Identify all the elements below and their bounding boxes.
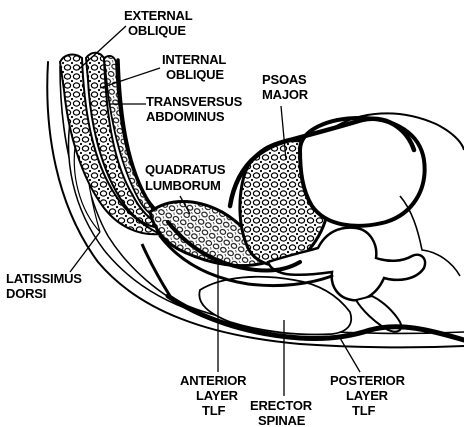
svg-text:QUADRATUS: QUADRATUS: [145, 162, 226, 177]
svg-text:LATISSIMUS: LATISSIMUS: [6, 271, 82, 286]
label-psoas-major: PSOAS MAJOR: [262, 72, 309, 102]
label-internal-oblique: INTERNAL OBLIQUE: [162, 52, 226, 82]
svg-text:PSOAS: PSOAS: [262, 72, 307, 87]
leader-latissimus-dorsi: [70, 232, 100, 272]
label-transversus-abdominus: TRANSVERSUS ABDOMINUS: [146, 94, 243, 124]
svg-text:TLF: TLF: [202, 403, 225, 418]
svg-text:SPINAE: SPINAE: [258, 413, 306, 427]
label-quadratus-lumborum: QUADRATUS LUMBORUM: [145, 162, 226, 193]
svg-text:POSTERIOR: POSTERIOR: [330, 373, 406, 388]
svg-text:TRANSVERSUS: TRANSVERSUS: [146, 94, 243, 109]
svg-text:ERECTOR: ERECTOR: [250, 398, 313, 413]
svg-text:OBLIQUE: OBLIQUE: [166, 67, 224, 82]
label-latissimus-dorsi: LATISSIMUS DORSI: [6, 271, 82, 301]
svg-text:LAYER: LAYER: [346, 388, 389, 403]
svg-text:MAJOR: MAJOR: [262, 87, 309, 102]
label-anterior-layer-tlf: ANTERIOR LAYER TLF: [180, 373, 247, 418]
svg-text:LUMBORUM: LUMBORUM: [145, 178, 221, 193]
svg-text:INTERNAL: INTERNAL: [162, 52, 226, 67]
label-erector-spinae: ERECTOR SPINAE: [250, 398, 313, 427]
leader-posterior-layer-tlf: [340, 338, 360, 372]
svg-text:LAYER: LAYER: [196, 388, 239, 403]
svg-text:OBLIQUE: OBLIQUE: [128, 23, 186, 38]
label-posterior-layer-tlf: POSTERIOR LAYER TLF: [330, 373, 406, 418]
label-external-oblique: EXTERNAL OBLIQUE: [124, 8, 193, 38]
svg-text:ABDOMINUS: ABDOMINUS: [146, 109, 225, 124]
svg-text:ANTERIOR: ANTERIOR: [180, 373, 247, 388]
svg-text:EXTERNAL: EXTERNAL: [124, 8, 193, 23]
svg-text:DORSI: DORSI: [6, 286, 46, 301]
svg-text:TLF: TLF: [352, 403, 375, 418]
